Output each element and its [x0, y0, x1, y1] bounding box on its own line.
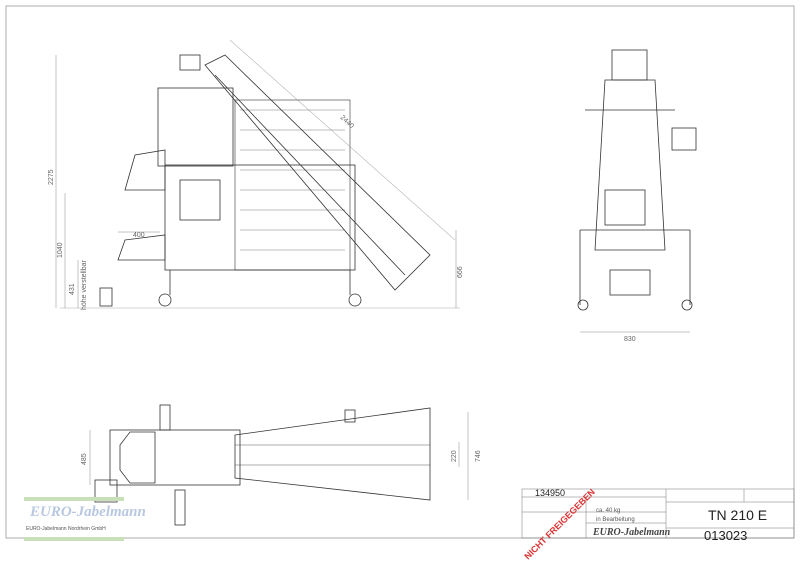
dim-outer-width: 746 [475, 450, 482, 462]
top-view-dimension-lines [89, 412, 469, 500]
dim-adjustable-note: höhe verstellbar [81, 260, 88, 310]
dim-infeed-width: 400 [133, 232, 145, 239]
drawing-number: 013023 [704, 528, 747, 543]
designation: TN 210 E [708, 507, 767, 523]
watermark-logo: EURO-Jabelmann [29, 504, 146, 520]
watermark: EURO-Jabelmann EURO-Jabelmann Nordrhein … [24, 497, 146, 541]
title-block [521, 488, 795, 539]
status: in Bearbeitung [596, 517, 635, 523]
dim-adjustable-height: 431 [69, 283, 76, 295]
dim-channel-width: 220 [451, 450, 458, 462]
side-view [60, 54, 460, 309]
title-block-logo: EURO-Jabelmann [592, 527, 671, 538]
dim-infeed-height: 1040 [57, 242, 64, 258]
article-number: 134950 [535, 488, 565, 498]
dim-overall-height: 2275 [48, 169, 55, 185]
side-view-dimension-lines [55, 39, 457, 308]
drawing-frame [5, 5, 795, 539]
front-view [577, 49, 697, 311]
top-view [94, 404, 431, 526]
dim-conveyor-length: 2440 [339, 114, 355, 130]
watermark-company: EURO-Jabelmann Nordrhein GmbH [26, 526, 106, 532]
dim-width: 830 [624, 336, 636, 343]
dim-discharge-height: 666 [457, 266, 464, 278]
weight: ca. 40 kg [596, 508, 620, 514]
dim-depth: 485 [81, 453, 88, 465]
